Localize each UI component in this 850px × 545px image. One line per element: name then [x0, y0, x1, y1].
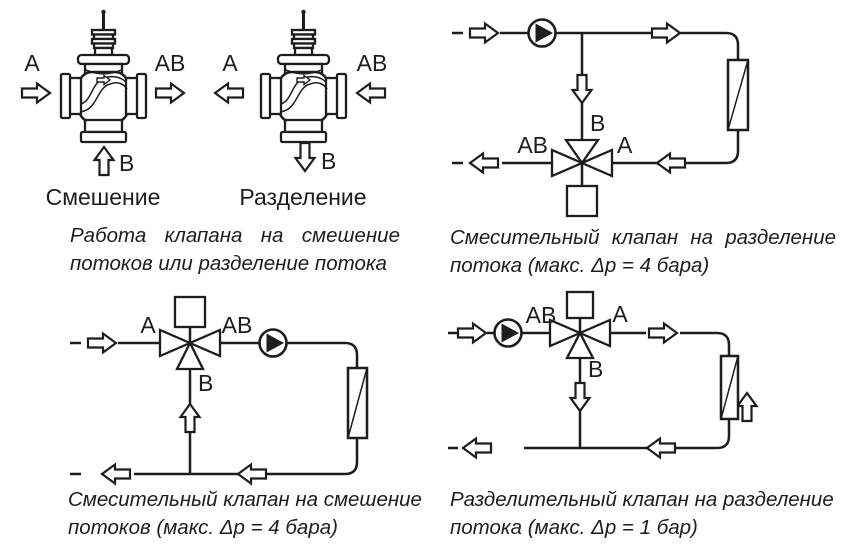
flow-arrow-up-icon	[179, 402, 201, 434]
mode-label-dividing: Разделение	[239, 184, 366, 210]
diagram-mixing-valve-mixing: A AB B	[70, 295, 369, 485]
actuator-box	[173, 295, 207, 329]
flow-arrow-down-icon	[571, 73, 593, 105]
pump-icon	[258, 328, 288, 358]
dividing-valve-illustration: A AB B Разделение	[213, 8, 388, 210]
port-b-label: B	[590, 110, 605, 136]
port-ab-label: AB	[222, 312, 253, 338]
port-a-label: A	[222, 50, 238, 76]
port-b-label: B	[321, 148, 336, 174]
return-pipe	[134, 438, 359, 476]
pump-icon	[493, 318, 523, 348]
supply-pipe	[220, 341, 359, 368]
flow-arrow-up-icon	[93, 145, 115, 177]
flow-arrow-up-icon	[736, 391, 758, 423]
port-ab-label: AB	[526, 302, 557, 328]
flow-arrow-right-icon	[154, 82, 186, 104]
flow-arrow-left-icon	[468, 152, 500, 174]
port-a-label: A	[617, 132, 633, 158]
three-way-valve-icon	[548, 290, 612, 360]
diagram-diverting-valve-diverting: AB A B	[448, 290, 758, 459]
three-way-valve-body	[259, 8, 348, 144]
port-ab-label: AB	[155, 50, 186, 76]
flow-arrow-right-icon	[647, 322, 679, 344]
diagram-mixing-valve-diverting: B AB A	[452, 18, 750, 218]
mixing-valve-illustration: A AB B Смешение	[20, 8, 186, 210]
port-b-label: B	[198, 370, 213, 396]
caption-line: потоков или разделение потока	[70, 252, 387, 275]
port-ab-label: AB	[517, 132, 548, 158]
caption-mixing-valve-diverting: Смесительный клапан на разделение потока…	[450, 224, 836, 280]
flow-arrow-left-icon	[655, 152, 687, 174]
flow-arrow-left-icon	[213, 82, 245, 104]
radiator-icon	[726, 58, 750, 132]
flow-arrow-right-icon	[20, 82, 52, 104]
actuator-box	[565, 290, 595, 320]
port-a-label: A	[612, 301, 628, 327]
flow-arrow-right-icon	[456, 322, 488, 344]
caption-line: Работа клапана на смешение	[70, 224, 400, 247]
port-ab-label: AB	[357, 50, 388, 76]
caption-line: потока (макс. Δp = 1 бар)	[450, 516, 698, 539]
flow-arrow-right-icon	[86, 332, 118, 354]
return-pipe	[524, 419, 731, 450]
supply-pipe	[500, 31, 740, 60]
caption-line: Смесительный клапан на разделение	[450, 226, 836, 249]
flow-arrow-down-icon	[569, 381, 591, 413]
flow-arrow-right-icon	[468, 22, 500, 44]
caption-diverting-valve-diverting: Разделительный клапан на разделение пото…	[450, 486, 834, 542]
three-way-valve-icon	[550, 138, 614, 218]
caption-valve-modes: Работа клапана на смешение потоков или р…	[70, 222, 400, 278]
flow-arrow-right-icon	[650, 22, 682, 44]
flow-arrow-left-icon	[645, 437, 677, 459]
actuator-box	[565, 184, 599, 218]
radiator-icon	[719, 354, 740, 421]
flow-arrow-left-icon	[236, 463, 268, 485]
caption-line: потока (макс. Δp = 4 бара)	[450, 254, 710, 277]
return-pipe	[612, 130, 740, 165]
three-way-valve-body	[59, 8, 148, 144]
pump-icon	[527, 18, 557, 48]
caption-line: Разделительный клапан на разделение	[450, 488, 834, 511]
three-way-valve-icon	[158, 295, 222, 371]
flow-arrow-down-icon	[294, 141, 316, 173]
radiator-icon	[346, 366, 369, 440]
diagram-valve-modes: A AB B Смешение A AB B Разделение	[20, 8, 388, 210]
caption-line: Смесительный клапан на смешение	[68, 488, 422, 511]
port-b-label: B	[119, 150, 134, 176]
flow-arrow-left-icon	[461, 437, 493, 459]
mode-label-mixing: Смешение	[46, 184, 161, 210]
caption-mixing-valve-mixing: Смесительный клапан на смешение потоков …	[68, 486, 440, 542]
flow-arrow-left-icon	[355, 82, 387, 104]
flow-arrow-left-icon	[100, 463, 132, 485]
caption-line: потоков (макс. Δp = 4 бара)	[68, 516, 338, 539]
port-a-label: A	[24, 50, 40, 76]
port-b-label: B	[588, 356, 603, 382]
port-a-label: A	[140, 312, 156, 338]
supply-pipe	[680, 331, 731, 356]
